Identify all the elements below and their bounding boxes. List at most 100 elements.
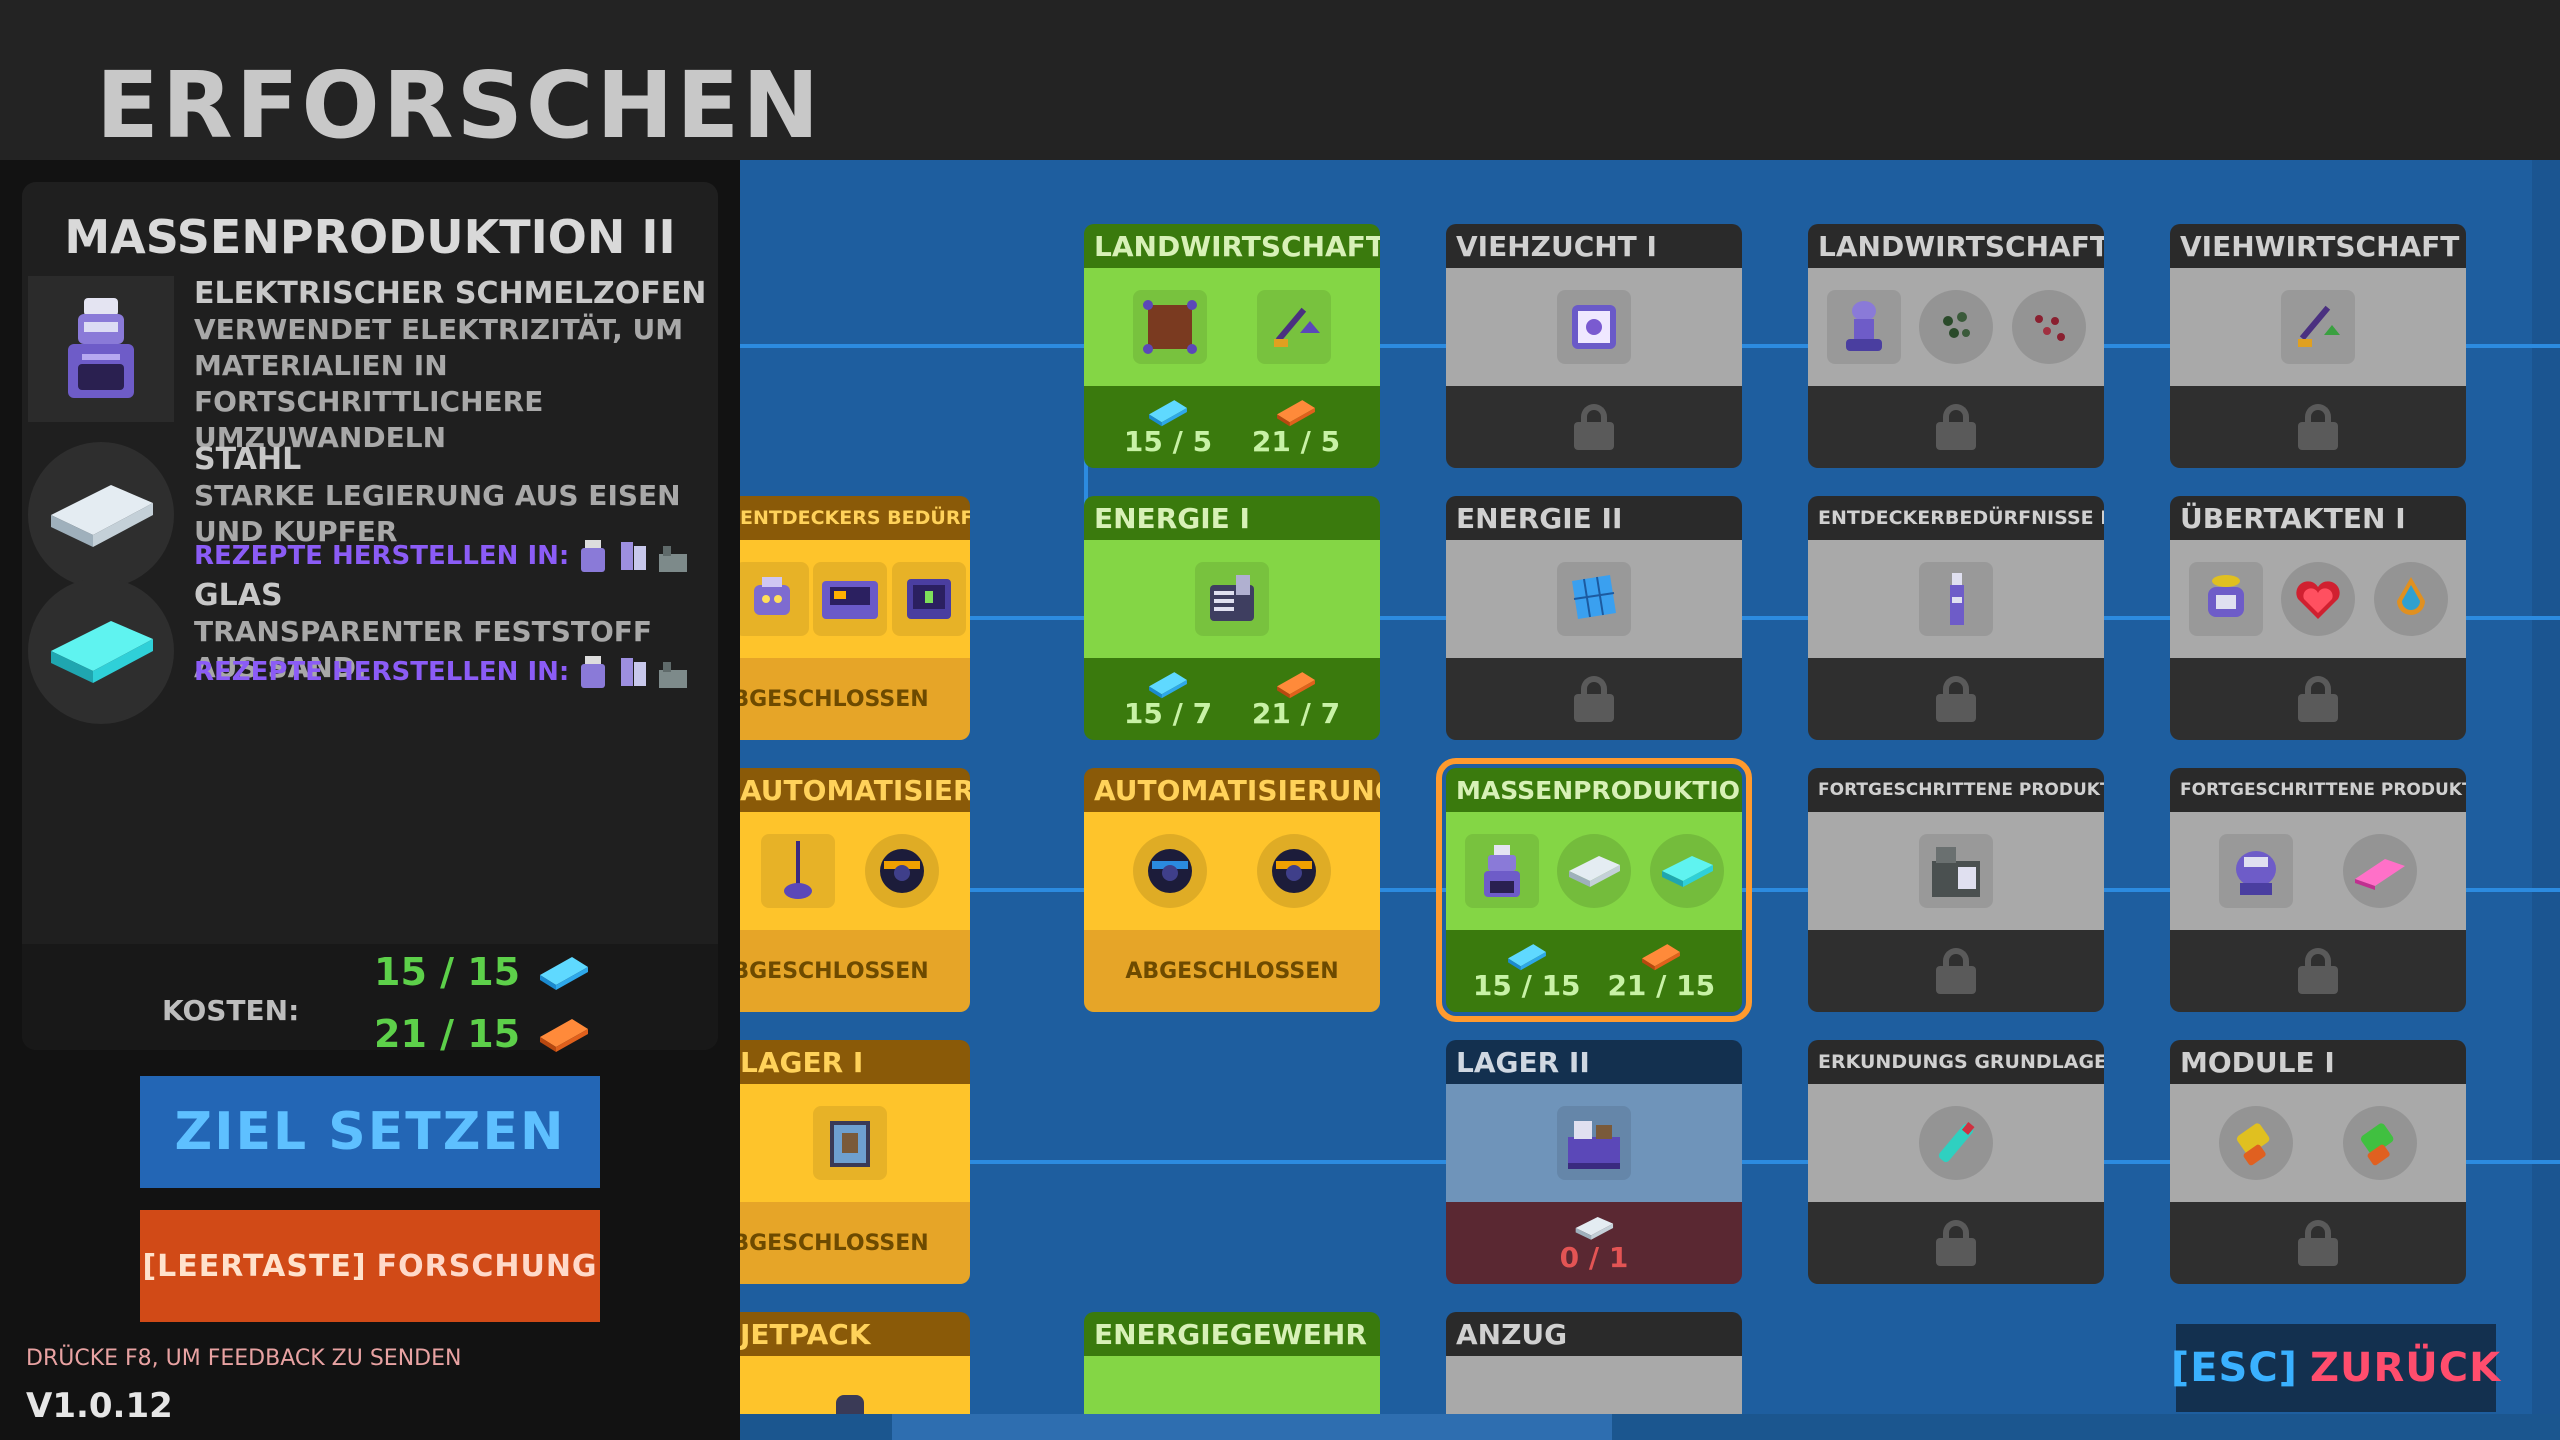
- node-energie-1[interactable]: ENERGIE I 15 / 7 21 / 7: [1084, 496, 1380, 740]
- node-title: LAGER I: [740, 1040, 970, 1084]
- node-lock: [1446, 658, 1742, 740]
- node-landwirtschaft-2[interactable]: LANDWIRTSCHAFT II: [1808, 224, 2104, 468]
- sprinkler-icon: [1826, 290, 1901, 364]
- farm-plot-icon: [1133, 290, 1208, 364]
- node-title: LANDWIRTSCHAFT II: [1808, 224, 2104, 268]
- node-lock: [2170, 386, 2466, 468]
- research-key-hint: [LEERTASTE]: [142, 1248, 367, 1284]
- detail-title: MASSENPRODUKTION II: [64, 210, 676, 264]
- node-viehwirtschaft-2[interactable]: VIEHWIRTSCHAFT II: [2170, 224, 2466, 468]
- cost-value: 15 / 15: [1472, 969, 1581, 1002]
- overclock-device-icon: [2188, 562, 2263, 636]
- syringe-icon: [1919, 1106, 1993, 1180]
- cost-row-orange: 21 / 15: [374, 1012, 590, 1056]
- node-status: ABGESCHLOSSEN: [740, 930, 970, 1012]
- assembler-icon: [1919, 834, 1993, 908]
- orange-bar-icon: [1277, 672, 1315, 699]
- hoe-upgrade-icon: [1256, 290, 1331, 364]
- node-lock: [2170, 930, 2466, 1012]
- node-fortgeschrittene-produktion-1[interactable]: FORTGESCHRITTENE PRODUKTION I: [1808, 768, 2104, 1012]
- node-uebertakten-1[interactable]: ÜBERTAKTEN I: [2170, 496, 2466, 740]
- factory-icon: [657, 654, 689, 690]
- node-status: ABGESCHLOSSEN: [1084, 930, 1380, 1012]
- item-description: TRANSPARENTER FESTSTOFF AUS SAND.: [194, 615, 653, 684]
- advanced-furnace-icon: [2219, 834, 2294, 908]
- node-massenproduktion-2[interactable]: MASSENPRODUKTION II 15 / 15 21 / 15: [1436, 758, 1752, 1022]
- node-lager-1[interactable]: LAGER I ABGESCHLOSSEN: [740, 1040, 970, 1284]
- storage-icon: [813, 1106, 887, 1180]
- seeds-red-icon: [2011, 290, 2086, 364]
- blue-bar-icon: [1507, 944, 1546, 971]
- node-title: MODULE I: [2170, 1040, 2466, 1084]
- node-automatisierung-2[interactable]: AUTOMATISIERUNG II ABGESCHLOSSEN: [1084, 768, 1380, 1012]
- unlock-item-furnace: ELEKTRISCHER SCHMELZOFEN VERWENDET ELEKT…: [28, 276, 718, 454]
- node-entdeckerbeduerfnisse-3[interactable]: ENTDECKERBEDÜRFNISSE III: [1808, 496, 2104, 740]
- back-key-hint: [ESC]: [2170, 1345, 2298, 1391]
- cost-value: 21 / 15: [374, 1012, 521, 1056]
- node-status: ABGESCHLOSSEN: [740, 1202, 970, 1284]
- node-automatisierung-1[interactable]: AUTOMATISIERUNG I ABGESCHLOSSEN: [740, 768, 970, 1012]
- node-landwirtschaft-1[interactable]: LANDWIRTSCHAFT I 15 / 5 21 / 5: [1084, 224, 1380, 468]
- item-name: STAHL: [194, 442, 302, 477]
- back-label: ZURÜCK: [2309, 1345, 2502, 1391]
- left-column: MASSENPRODUKTION II ELEKTRISCHER SCHMELZ…: [0, 160, 740, 1440]
- set-goal-button[interactable]: ZIEL SETZEN: [140, 1076, 600, 1188]
- node-title: VIEHWIRTSCHAFT II: [2170, 224, 2466, 268]
- node-icons: [2170, 540, 2466, 658]
- node-erkundungs-grundlagen-2[interactable]: ERKUNDUNGS GRUNDLAGEN II: [1808, 1040, 2104, 1284]
- node-title: ENTDECKERS BEDÜRFNISSE I: [740, 496, 970, 540]
- pink-bar-icon: [2342, 834, 2417, 908]
- research-tree[interactable]: ENTDECKERS BEDÜRFNISSE I ABGESCHLOSSEN A…: [740, 160, 2560, 1440]
- unlock-item-glass: GLAS TRANSPARENTER FESTSTOFF AUS SAND. R…: [28, 578, 718, 728]
- node-icons: [2170, 1084, 2466, 1202]
- node-title: FORTGESCHRITTENE PRODUKTION II: [2170, 768, 2466, 812]
- node-entdeckers-beduerfnisse-1[interactable]: ENTDECKERS BEDÜRFNISSE I ABGESCHLOSSEN: [740, 496, 970, 740]
- back-button[interactable]: [ESC] ZURÜCK: [2171, 1324, 2500, 1412]
- node-icons: [2170, 812, 2466, 930]
- brush-upgrade-icon: [2281, 290, 2355, 364]
- research-button[interactable]: [LEERTASTE] FORSCHUNG: [140, 1210, 600, 1322]
- node-title: VIEHZUCHT I: [1446, 224, 1742, 268]
- node-title: ENERGIEGEWEHR: [1084, 1312, 1380, 1356]
- node-energie-2[interactable]: ENERGIE II: [1446, 496, 1742, 740]
- orange-bar-icon: [1277, 400, 1315, 427]
- node-icons: [1808, 540, 2104, 658]
- water-drop-icon: [2373, 562, 2448, 636]
- page-title: ERFORSCHEN: [96, 52, 823, 159]
- furnace-icon: [28, 276, 174, 422]
- cost-value: 15 / 7: [1123, 697, 1213, 730]
- lock-icon: [1934, 1220, 1978, 1266]
- cost-value: 15 / 15: [374, 950, 521, 994]
- tree-scrollbar[interactable]: [740, 1414, 2560, 1440]
- item-description: STARKE LEGIERUNG AUS EISEN UND KUPFER: [194, 479, 681, 548]
- node-icons: [1446, 540, 1742, 658]
- cost-value: 21 / 15: [1607, 969, 1716, 1002]
- node-icons: [1084, 812, 1380, 930]
- node-icons: [740, 812, 970, 930]
- conveyor-icon: [865, 834, 940, 908]
- version-label: V1.0.12: [26, 1386, 173, 1426]
- node-fortgeschrittene-produktion-2[interactable]: FORTGESCHRITTENE PRODUKTION II: [2170, 768, 2466, 1012]
- glass-icon: [1649, 834, 1724, 908]
- node-costs: 15 / 15 21 / 15: [1446, 930, 1742, 1012]
- node-title: ANZUG: [1446, 1312, 1742, 1356]
- node-lock: [1446, 386, 1742, 468]
- animal-pen-icon: [1557, 290, 1631, 364]
- blue-bar-icon: [1149, 400, 1187, 427]
- generator-icon: [1195, 562, 1269, 636]
- conveyor-blue-icon: [1133, 834, 1208, 908]
- unlock-item-steel: STAHL STARKE LEGIERUNG AUS EISEN UND KUP…: [28, 442, 718, 592]
- seeds-green-icon: [1919, 290, 1993, 364]
- tree-scrollbar-thumb[interactable]: [892, 1414, 1612, 1440]
- node-viehzucht-1[interactable]: VIEHZUCHT I: [1446, 224, 1742, 468]
- node-title: ENTDECKERBEDÜRFNISSE III: [1808, 496, 2104, 540]
- node-lock: [2170, 1202, 2466, 1284]
- cost-value: 15 / 5: [1123, 425, 1213, 458]
- monitor-icon: [891, 562, 966, 636]
- cost-value: 0 / 1: [1559, 1241, 1629, 1274]
- node-costs: 15 / 7 21 / 7: [1084, 658, 1380, 740]
- lock-icon: [2296, 404, 2340, 450]
- steel-bar-icon: [1557, 834, 1631, 908]
- node-module-1[interactable]: MODULE I: [2170, 1040, 2466, 1284]
- node-lager-2[interactable]: LAGER II 0 / 1: [1446, 1040, 1742, 1284]
